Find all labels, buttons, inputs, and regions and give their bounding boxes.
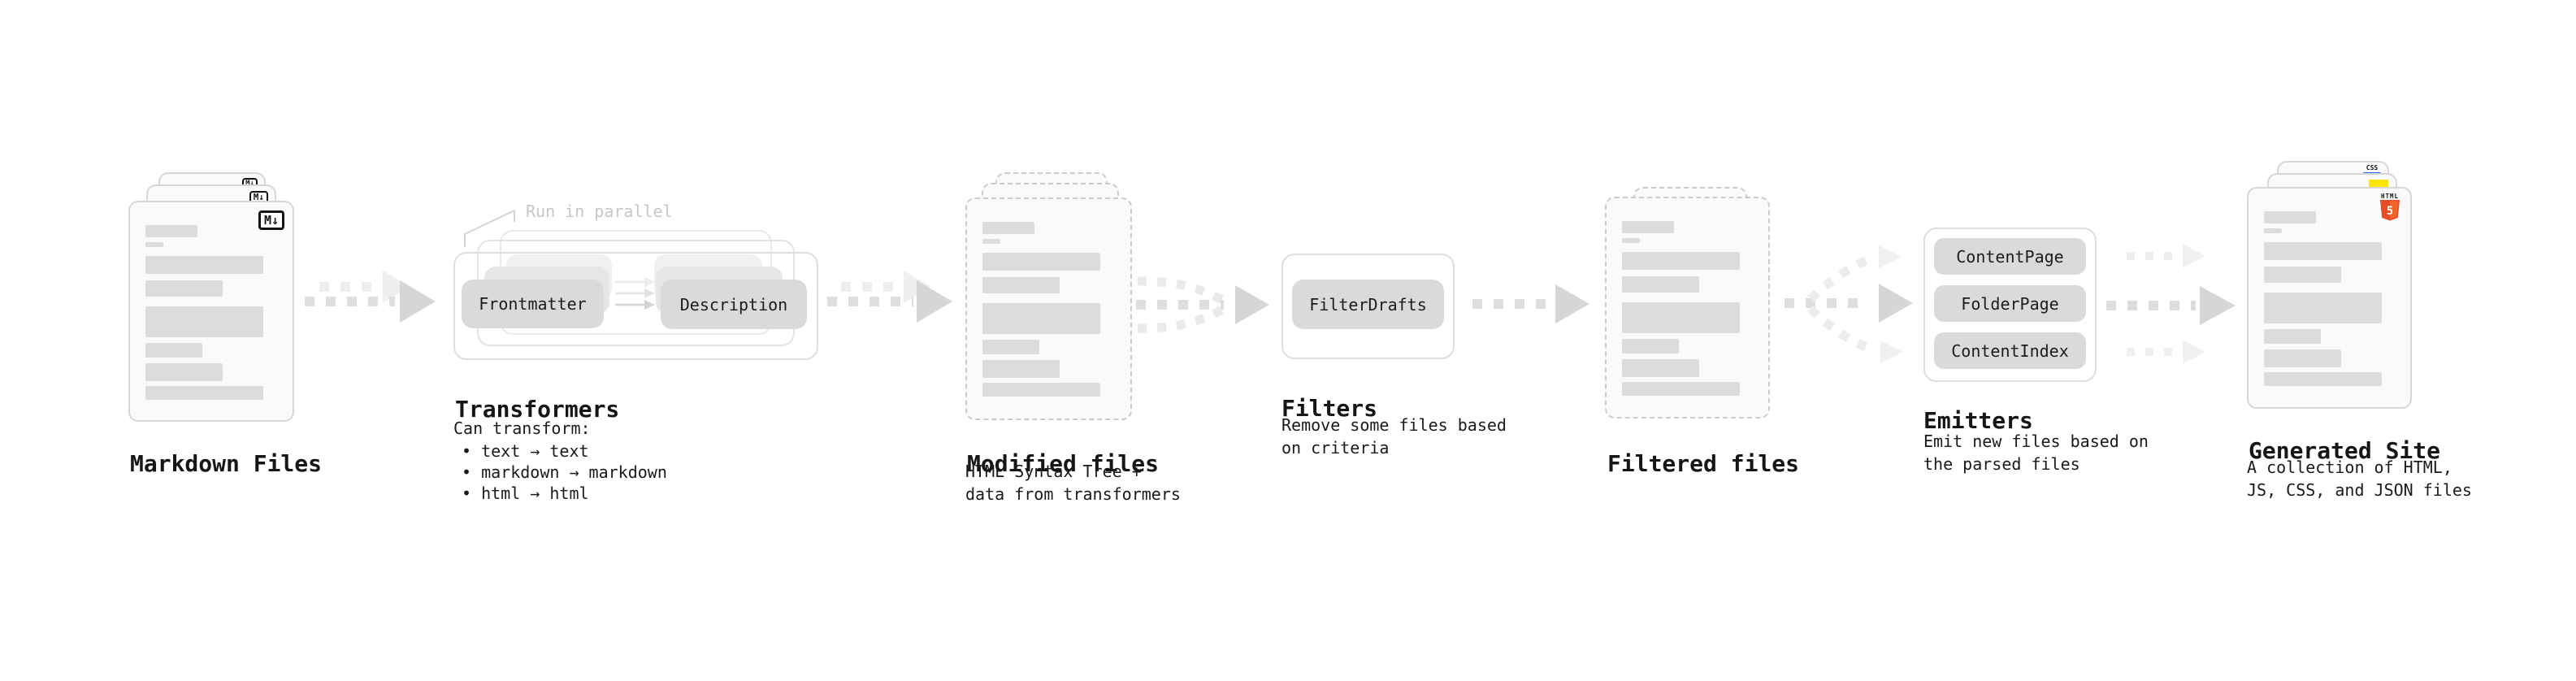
arrow-markdown-to-transformers — [305, 271, 436, 323]
document-content-placeholder — [1622, 198, 1768, 417]
document-content-placeholder — [982, 199, 1130, 419]
generated-site-stack: CSS HTML 5 — [2247, 161, 2412, 410]
frontmatter-pill: Frontmatter — [462, 280, 604, 328]
document-content-placeholder — [2264, 189, 2410, 407]
arrow-filters-to-filtered — [1472, 284, 1589, 323]
markdown-icon: M↓ — [258, 210, 284, 230]
filters-desc: Remove some files based on criteria — [1281, 415, 1507, 458]
transformers-desc-heading: Can transform: — [453, 419, 591, 438]
markdown-card-front: M↓ — [128, 201, 294, 422]
transformers-bullet: • text → text — [462, 441, 589, 461]
modified-card-front — [965, 197, 1132, 420]
filtered-card-front — [1605, 197, 1770, 419]
run-in-parallel-annotation: Run in parallel — [526, 202, 673, 221]
emitters-title: Emitters — [1923, 407, 2033, 435]
generated-card-html: HTML 5 — [2247, 187, 2412, 409]
modified-files-desc: HTML Syntax Tree + data from transformer… — [965, 462, 1181, 504]
run-in-parallel-leader-line — [464, 210, 515, 247]
markdown-files-title: Markdown Files — [130, 450, 323, 478]
content-index-pill: ContentIndex — [1934, 332, 2086, 369]
js-file-icon — [2369, 180, 2388, 188]
document-content-placeholder — [145, 202, 293, 420]
content-page-pill: ContentPage — [1934, 238, 2086, 275]
generated-site-desc: A collection of HTML, JS, CSS, and JSON … — [2247, 458, 2472, 500]
generated-site-title: Generated Site — [2249, 437, 2441, 465]
arrow-filtered-to-emitters — [1785, 245, 1913, 363]
html5-icon: HTML 5 — [2379, 193, 2400, 226]
arrow-transformers-to-modified — [827, 271, 952, 323]
arrow-emitters-to-generated — [2106, 244, 2236, 364]
filtered-file-stack — [1605, 187, 1770, 420]
markdown-file-stack: M↓ M↓ M↓ — [128, 172, 294, 422]
modified-files-title: Modified files — [967, 450, 1160, 478]
filtered-files-title: Filtered files — [1607, 450, 1800, 478]
transformer-step-arrows — [615, 277, 655, 310]
emitters-desc: Emit new files based on the parsed files — [1923, 432, 2149, 474]
transformer-box-front — [453, 252, 818, 360]
description-pill: Description — [661, 280, 807, 329]
filter-drafts-pill: FilterDrafts — [1292, 280, 1444, 329]
arrow-modified-to-filters — [1136, 276, 1269, 333]
folder-page-pill: FolderPage — [1934, 285, 2086, 322]
transformers-title: Transformers — [455, 396, 620, 423]
transformers-bullet: • markdown → markdown — [462, 462, 667, 482]
filters-title: Filters — [1281, 395, 1378, 423]
transformers-bullet: • html → html — [462, 484, 589, 503]
modified-file-stack — [965, 172, 1132, 422]
svg-text:5: 5 — [2387, 205, 2393, 218]
